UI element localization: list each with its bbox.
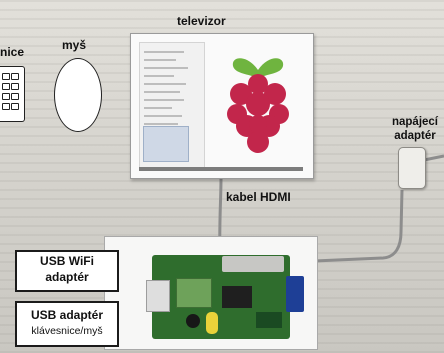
adapter-plug-wire	[423, 154, 444, 162]
raspberry-logo-icon	[227, 58, 289, 153]
key	[2, 93, 10, 100]
menu-line	[144, 91, 180, 93]
key	[2, 73, 10, 80]
menu-line	[144, 75, 174, 77]
key	[2, 83, 10, 90]
hdmi-label: kabel HDMI	[226, 190, 291, 204]
menu-line	[144, 83, 186, 85]
key	[11, 73, 19, 80]
menu-line	[144, 107, 172, 109]
usb-wifi-box: USB WiFi adaptér	[15, 250, 119, 292]
power-adapter-icon	[398, 147, 426, 189]
sd-card	[286, 276, 304, 312]
audio-jack	[186, 314, 200, 328]
soc-chip	[222, 286, 252, 308]
menu-line	[144, 123, 178, 125]
mouse-label: myš	[62, 38, 87, 52]
usb-wifi-line1: USB WiFi	[40, 254, 94, 268]
usb-adapter-box: USB adaptér klávesnice/myš	[15, 301, 119, 347]
menu-line	[144, 99, 184, 101]
keyboard-label: nice	[0, 45, 25, 59]
key	[11, 103, 19, 110]
power-cable	[291, 189, 404, 264]
menu-line	[144, 115, 182, 117]
power-adapter-label-line2: adaptér	[394, 130, 436, 142]
video-jack	[206, 312, 218, 334]
desktop-window	[143, 126, 189, 162]
keyboard-icon	[0, 66, 25, 122]
hdmi-port	[222, 256, 284, 272]
menu-line	[144, 67, 188, 69]
key	[11, 93, 19, 100]
tv-screen	[130, 33, 314, 179]
menu-line	[144, 51, 184, 53]
usb-port	[146, 280, 170, 312]
key	[2, 103, 10, 110]
usb-wifi-line2: adaptér	[45, 270, 89, 284]
usb-adapter-line2: klávesnice/myš	[31, 325, 103, 337]
power-adapter-label-line1: napájecí	[391, 116, 439, 128]
taskbar	[139, 167, 303, 171]
pin-header	[256, 312, 282, 328]
mouse-icon	[54, 58, 102, 132]
usb-adapter-line1: USB adaptér	[30, 308, 104, 322]
chip	[176, 278, 212, 308]
tv-label: televizor	[177, 14, 226, 28]
key	[11, 83, 19, 90]
power-adapter-label: napájecí adaptér	[386, 115, 444, 143]
menu-line	[144, 59, 176, 61]
